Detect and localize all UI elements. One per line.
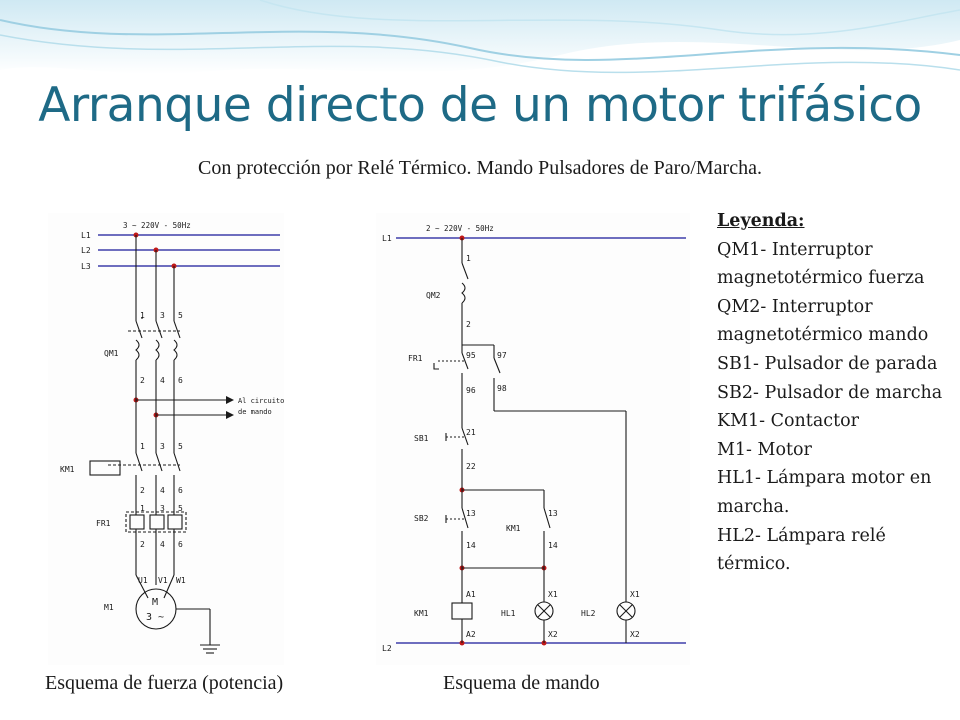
control-device-qm2: QM2 bbox=[426, 291, 441, 300]
sb1-terminal-21: 21 bbox=[466, 428, 476, 437]
legend-item-qm2: QM2- Interruptor magnetotérmico mando bbox=[717, 296, 929, 346]
sb2-terminal-14: 14 bbox=[466, 541, 476, 550]
legend: Leyenda: QM1- Interruptor magnetotérmico… bbox=[717, 207, 953, 579]
legend-item-sb1: SB1- Pulsador de parada bbox=[717, 353, 938, 374]
control-device-km1-coil: KM1 bbox=[414, 609, 429, 618]
caption-power-circuit: Esquema de fuerza (potencia) bbox=[45, 672, 284, 694]
supply-label: 3 ~ 220V - 50Hz bbox=[123, 221, 191, 230]
fr1-terminal-3: 3 bbox=[160, 504, 165, 513]
km1-aux-terminal-13: 13 bbox=[548, 509, 558, 518]
km1-terminal-6: 6 bbox=[178, 486, 183, 495]
km1-terminal-1: 1 bbox=[140, 442, 145, 451]
control-circuit-diagram: 2 ~ 220V - 50Hz L1 L2 bbox=[376, 213, 690, 665]
legend-item-qm1: QM1- Interruptor magnetotérmico fuerza bbox=[717, 239, 925, 289]
qm1-terminal-1: 1 bbox=[140, 311, 145, 320]
fr1-terminal-96: 96 bbox=[466, 386, 476, 395]
device-label-fr1: FR1 bbox=[96, 519, 111, 528]
control-device-sb1: SB1 bbox=[414, 434, 429, 443]
motor-symbol-m: M bbox=[152, 597, 158, 608]
control-device-fr1: FR1 bbox=[408, 354, 423, 363]
km1-terminal-3: 3 bbox=[160, 442, 165, 451]
km1-terminal-2: 2 bbox=[140, 486, 145, 495]
device-label-m1: M1 bbox=[104, 603, 114, 612]
fr1-terminal-4: 4 bbox=[160, 540, 165, 549]
legend-item-km1: KM1- Contactor bbox=[717, 411, 859, 432]
control-device-hl2: HL2 bbox=[581, 609, 596, 618]
km1-aux-terminal-14: 14 bbox=[548, 541, 558, 550]
coil-terminal-a1: A1 bbox=[466, 590, 476, 599]
slide-subtitle: Con protección por Relé Térmico. Mando P… bbox=[198, 157, 762, 179]
fr1-terminal-6: 6 bbox=[178, 540, 183, 549]
sb2-terminal-13: 13 bbox=[466, 509, 476, 518]
legend-item-sb2: SB2- Pulsador de marcha bbox=[717, 382, 943, 403]
legend-item-hl1: HL1- Lámpara motor en marcha. bbox=[717, 468, 932, 517]
motor-terminal-u1: U1 bbox=[138, 576, 148, 585]
qm1-terminal-6: 6 bbox=[178, 376, 183, 385]
fr1-terminal-95: 95 bbox=[466, 351, 476, 360]
qm2-terminal-2: 2 bbox=[466, 320, 471, 329]
control-device-hl1: HL1 bbox=[501, 609, 516, 618]
fr1-terminal-2: 2 bbox=[140, 540, 145, 549]
line-label-l3: L3 bbox=[81, 262, 91, 271]
power-circuit-diagram: 3 ~ 220V - 50Hz L1 L2 L3 bbox=[48, 213, 284, 665]
fr1-terminal-1: 1 bbox=[140, 504, 145, 513]
device-label-qm1: QM1 bbox=[104, 349, 119, 358]
fr1-terminal-5: 5 bbox=[178, 504, 183, 513]
qm1-terminal-2: 2 bbox=[140, 376, 145, 385]
legend-item-hl2: HL2- Lámpara relé térmico. bbox=[717, 525, 886, 575]
control-line-label-l2: L2 bbox=[382, 644, 392, 653]
motor-terminal-w1: W1 bbox=[176, 576, 186, 585]
decorative-wave-header bbox=[0, 0, 960, 74]
control-device-km1-aux: KM1 bbox=[506, 524, 521, 533]
motor-symbol-phase: 3 ~ bbox=[146, 612, 164, 623]
coil-terminal-a2: A2 bbox=[466, 630, 476, 639]
fr1-terminal-97: 97 bbox=[497, 351, 507, 360]
qm1-terminal-3: 3 bbox=[160, 311, 165, 320]
slide-title: Arranque directo de un motor trifásico bbox=[38, 78, 922, 133]
hl1-terminal-x2: X2 bbox=[548, 630, 558, 639]
hl2-terminal-x1: X1 bbox=[630, 590, 640, 599]
legend-item-m1: M1- Motor bbox=[717, 439, 812, 460]
km1-terminal-4: 4 bbox=[160, 486, 165, 495]
qm2-terminal-1: 1 bbox=[466, 254, 471, 263]
fr1-terminal-98: 98 bbox=[497, 384, 507, 393]
motor-terminal-v1: V1 bbox=[158, 576, 168, 585]
control-device-sb2: SB2 bbox=[414, 514, 429, 523]
sb1-terminal-22: 22 bbox=[466, 462, 476, 471]
qm1-terminal-5: 5 bbox=[178, 311, 183, 320]
control-line-label-l1: L1 bbox=[382, 234, 392, 243]
arrow-note-line1: Al circuito bbox=[238, 397, 284, 405]
control-supply-label: 2 ~ 220V - 50Hz bbox=[426, 224, 494, 233]
line-label-l1: L1 bbox=[81, 231, 91, 240]
qm1-terminal-4: 4 bbox=[160, 376, 165, 385]
arrow-note-line2: de mando bbox=[238, 408, 272, 416]
legend-title: Leyenda: bbox=[717, 211, 805, 231]
km1-terminal-5: 5 bbox=[178, 442, 183, 451]
device-label-km1: KM1 bbox=[60, 465, 75, 474]
hl1-terminal-x1: X1 bbox=[548, 590, 558, 599]
hl2-terminal-x2: X2 bbox=[630, 630, 640, 639]
caption-control-circuit: Esquema de mando bbox=[443, 672, 600, 694]
line-label-l2: L2 bbox=[81, 246, 91, 255]
